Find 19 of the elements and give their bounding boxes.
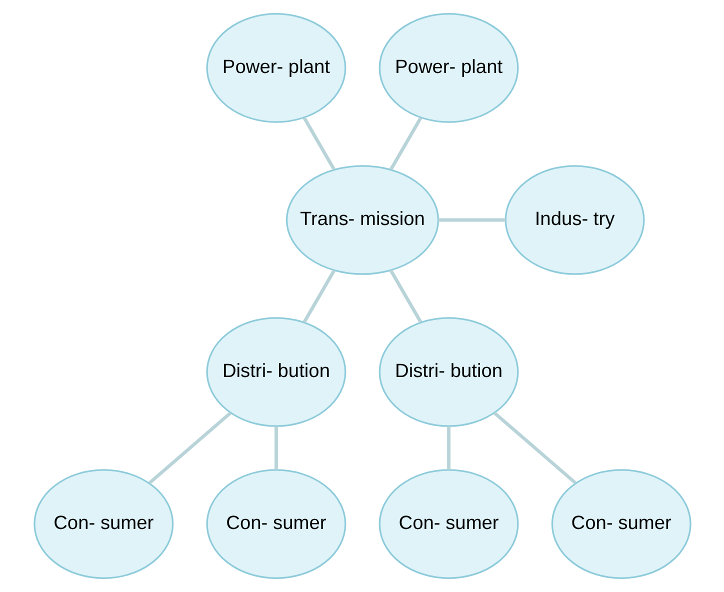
node-ellipse: Distri- bution <box>206 317 346 427</box>
connector <box>148 412 232 484</box>
connector <box>388 269 422 324</box>
node-ellipse: Power- plant <box>206 13 346 123</box>
node-ellipse: Con- sumer <box>206 469 346 579</box>
connector <box>492 412 576 484</box>
node-ellipse: Con- sumer <box>550 469 691 579</box>
node-ellipse: Distri- bution <box>378 317 518 427</box>
node-ellipse: Indus- try <box>504 165 644 275</box>
node-ellipse: Con- sumer <box>378 469 518 579</box>
connector <box>302 269 336 324</box>
node-ellipse: Con- sumer <box>33 469 174 579</box>
node-ellipse: Power- plant <box>378 13 518 123</box>
connector <box>388 116 422 170</box>
connector <box>446 426 450 470</box>
connector <box>302 116 336 170</box>
connector <box>438 218 506 222</box>
node-ellipse: Trans- mission <box>285 165 439 275</box>
connector <box>274 426 278 470</box>
